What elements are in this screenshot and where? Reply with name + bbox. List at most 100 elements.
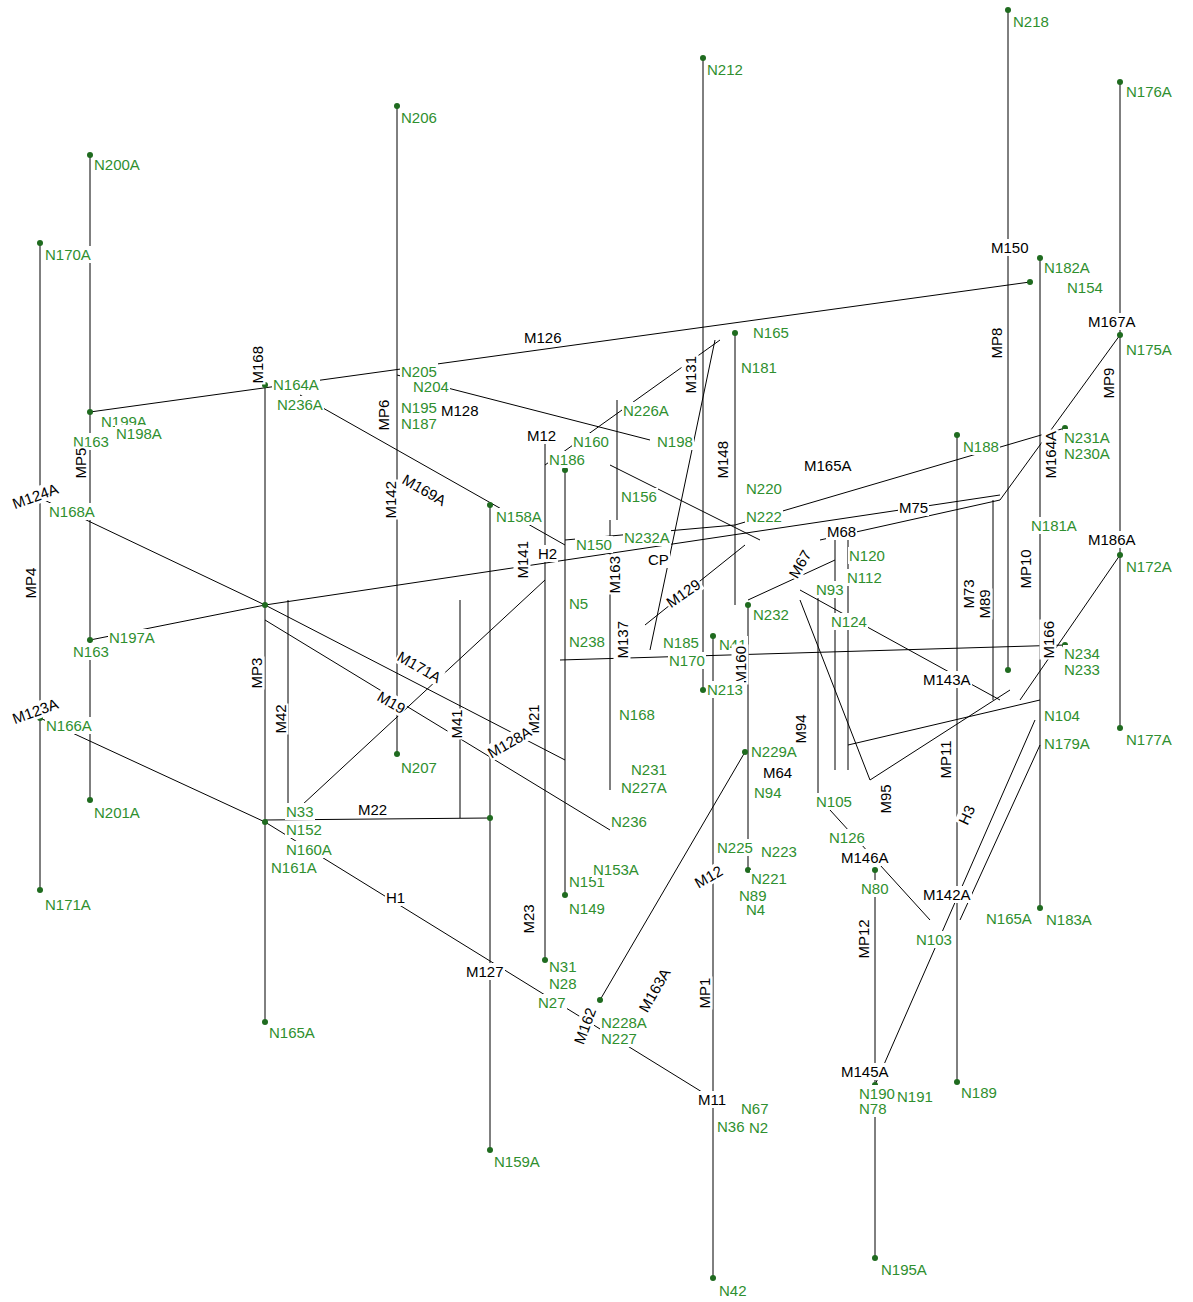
node-label: N226A [622,402,670,419]
node-label: N165A [268,1024,316,1041]
node-label: N197A [108,629,156,646]
member-label: M167A [1087,313,1137,330]
node-label: N153A [592,861,640,878]
node-label: N222 [745,508,783,525]
member-label: M141 [514,540,531,580]
node-label: N225 [716,839,754,856]
member-label: M145A [840,1063,890,1080]
node-label: N168 [618,706,656,723]
node-label: N170 [668,652,706,669]
node-label: N182A [1043,259,1091,276]
member-label: MP9 [1100,367,1117,400]
member-label: M128 [440,402,480,419]
member-label: M142A [922,886,972,903]
member-label: M19 [374,687,410,717]
node-label: N165A [985,910,1033,927]
node-label: N220 [745,480,783,497]
node-label: N213 [706,681,744,698]
member-label: M73 [960,578,977,609]
node-label: N112 [846,569,883,586]
node-label: N170A [44,246,92,263]
node-label: N204 [412,378,450,395]
node-label: N161A [270,859,318,876]
node-label: N195 [400,399,438,416]
node-label: N229A [750,743,798,760]
node-label: N223 [760,843,798,860]
member-label: M95 [877,783,894,814]
node-label: N163 [72,643,110,660]
node-label: N80 [860,880,890,897]
node-label: N187 [400,415,438,432]
node-label: N206 [400,109,438,126]
member-label: CP [647,551,670,568]
node-label: N212 [706,61,744,78]
node-label: N27 [537,994,567,1011]
member-label: H3 [954,802,978,828]
node-label: N177A [1125,731,1173,748]
member-label: H1 [385,889,406,906]
member-label: H2 [537,545,558,562]
member-label: M169A [399,470,450,509]
member-label: M165A [803,457,853,474]
node-label: N181 [740,359,778,376]
node-label: N176A [1125,83,1173,100]
node-label: N33 [285,803,315,820]
node-label: N188 [962,438,1000,455]
member-label: MP5 [72,447,89,480]
node-label: N120 [848,547,886,564]
node-label: N150 [575,536,613,553]
member-label: M126 [523,329,563,346]
node-label: N232 [752,606,790,623]
member-label: M22 [357,801,388,818]
node-label: N232A [623,529,671,546]
node-label: N31 [548,958,578,975]
node-label: N179A [1043,735,1091,752]
member-label: M42 [272,703,289,734]
member-label: M150 [990,239,1030,256]
node-label: N189 [960,1084,998,1101]
member-label: M160 [732,645,749,685]
node-label: N191 [896,1088,934,1105]
member-label: MP3 [248,657,265,690]
member-label: M12 [526,427,557,444]
node-label: N149 [568,900,606,917]
member-label: MP8 [988,327,1005,360]
member-label: M94 [792,713,809,744]
node-label: N4 [745,901,766,918]
node-label: N67 [740,1100,770,1117]
node-label: N166A [45,717,93,734]
node-label: N221 [750,870,788,887]
member-label: M142 [382,480,399,520]
node-label: N183A [1045,911,1093,928]
member-label: MP12 [855,918,872,959]
member-label: M67 [785,546,815,582]
node-label: N227A [620,779,668,796]
node-label: N207 [400,759,438,776]
member-label: M186A [1087,531,1137,548]
node-label: N5 [568,595,589,612]
member-label: M12 [691,862,727,892]
member-label: M11 [697,1091,727,1108]
node-label: N158A [495,508,543,525]
member-label: M127 [465,963,505,980]
member-label: MP6 [375,399,392,432]
node-label: N227 [600,1030,638,1047]
member-label: M64 [762,764,793,781]
member-label: M137 [614,620,631,660]
node-label: N175A [1125,341,1173,358]
member-label: M131 [682,355,699,395]
member-label: MP11 [937,739,954,779]
node-label: N198A [115,425,163,442]
node-label: N236 [610,813,648,830]
node-label: N124 [830,613,868,630]
member-label: M41 [448,708,465,739]
member-label: M163 [606,555,623,595]
node-label: N165 [752,324,790,341]
node-label: N172A [1125,558,1173,575]
joints [37,7,1123,1281]
member-label: M171A [394,647,445,686]
member-label: M166 [1040,620,1057,660]
node-label: N2 [748,1119,769,1136]
node-label: N236A [276,396,324,413]
